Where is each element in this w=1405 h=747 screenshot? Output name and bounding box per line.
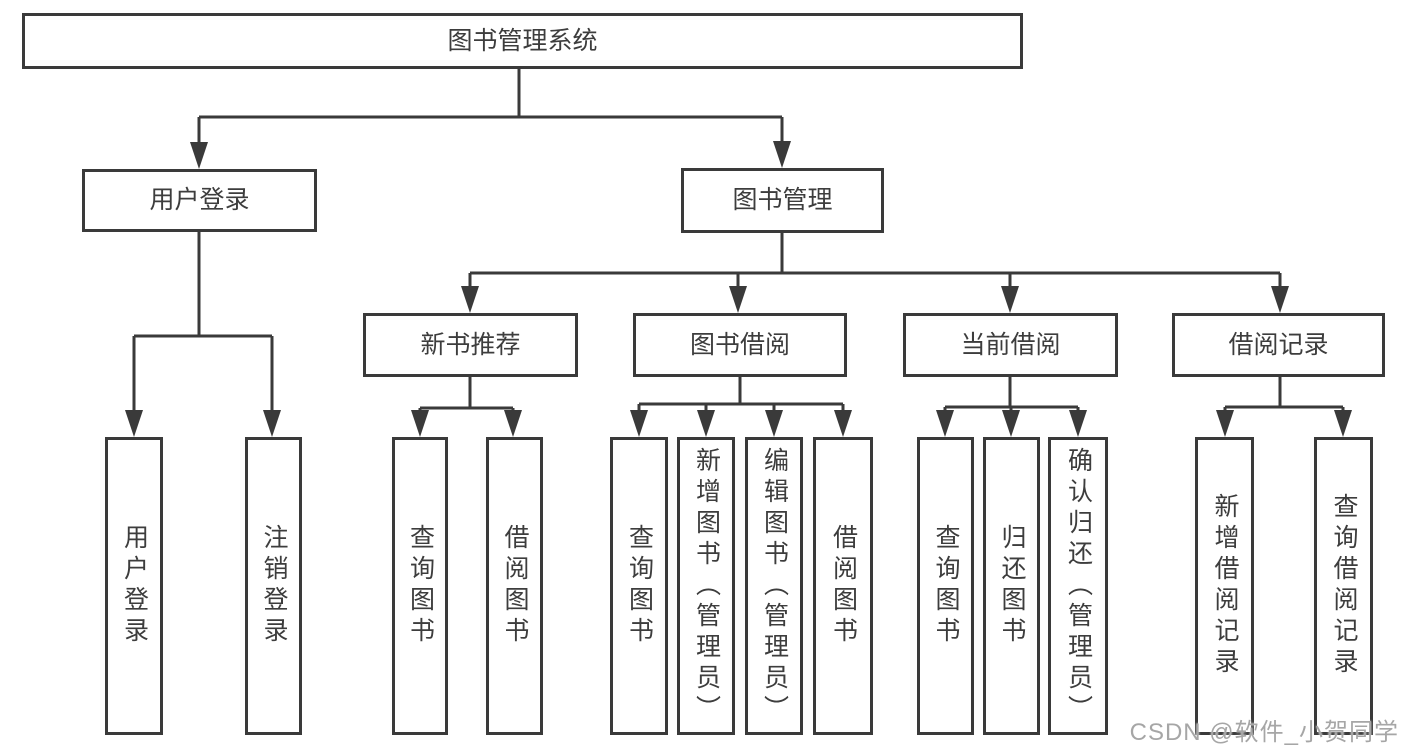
node-leaf-return-books: 归还图书 bbox=[983, 437, 1040, 735]
node-leaf-borrow-books: 借阅图书 bbox=[813, 437, 873, 735]
arrow-down-icon bbox=[765, 410, 783, 437]
node-leaf-query-borrow-record: 查询借阅记录 bbox=[1314, 437, 1373, 735]
node-root: 图书管理系统 bbox=[22, 13, 1023, 69]
arrow-down-icon bbox=[729, 286, 747, 313]
arrow-down-icon bbox=[834, 410, 852, 437]
node-book-management: 图书管理 bbox=[681, 168, 884, 233]
node-leaf-add-borrow-record: 新增借阅记录 bbox=[1195, 437, 1254, 735]
node-leaf-query-books-recommend: 查询图书 bbox=[392, 437, 448, 735]
arrow-down-icon bbox=[125, 410, 143, 437]
node-current-borrow: 当前借阅 bbox=[903, 313, 1118, 377]
node-new-book-recommend: 新书推荐 bbox=[363, 313, 578, 377]
watermark: CSDN @软件_小贺同学 bbox=[1129, 719, 1399, 746]
arrow-down-icon bbox=[504, 410, 522, 437]
arrow-down-icon bbox=[1334, 410, 1352, 437]
arrow-down-icon bbox=[461, 286, 479, 313]
node-user-login: 用户登录 bbox=[82, 169, 317, 232]
arrow-down-icon bbox=[697, 410, 715, 437]
arrow-down-icon bbox=[411, 410, 429, 437]
arrow-down-icon bbox=[263, 410, 281, 437]
arrow-down-icon bbox=[1216, 410, 1234, 437]
node-leaf-edit-book-admin: 编辑图书（管理员） bbox=[745, 437, 803, 735]
node-book-borrow: 图书借阅 bbox=[633, 313, 847, 377]
arrow-down-icon bbox=[773, 141, 791, 168]
node-leaf-add-book-admin: 新增图书（管理员） bbox=[677, 437, 735, 735]
node-leaf-logout: 注销登录 bbox=[245, 437, 302, 735]
node-leaf-query-books-current: 查询图书 bbox=[917, 437, 974, 735]
node-leaf-confirm-return-admin: 确认归还（管理员） bbox=[1048, 437, 1108, 735]
node-borrow-record: 借阅记录 bbox=[1172, 313, 1385, 377]
arrow-down-icon bbox=[1001, 286, 1019, 313]
arrow-down-icon bbox=[190, 142, 208, 169]
arrow-down-icon bbox=[936, 410, 954, 437]
arrow-down-icon bbox=[1271, 286, 1289, 313]
node-leaf-query-books-borrow: 查询图书 bbox=[610, 437, 668, 735]
arrow-down-icon bbox=[1069, 410, 1087, 437]
arrow-down-icon bbox=[1002, 410, 1020, 437]
node-leaf-user-login: 用户登录 bbox=[105, 437, 163, 735]
arrow-down-icon bbox=[630, 410, 648, 437]
node-leaf-borrow-books-recommend: 借阅图书 bbox=[486, 437, 543, 735]
